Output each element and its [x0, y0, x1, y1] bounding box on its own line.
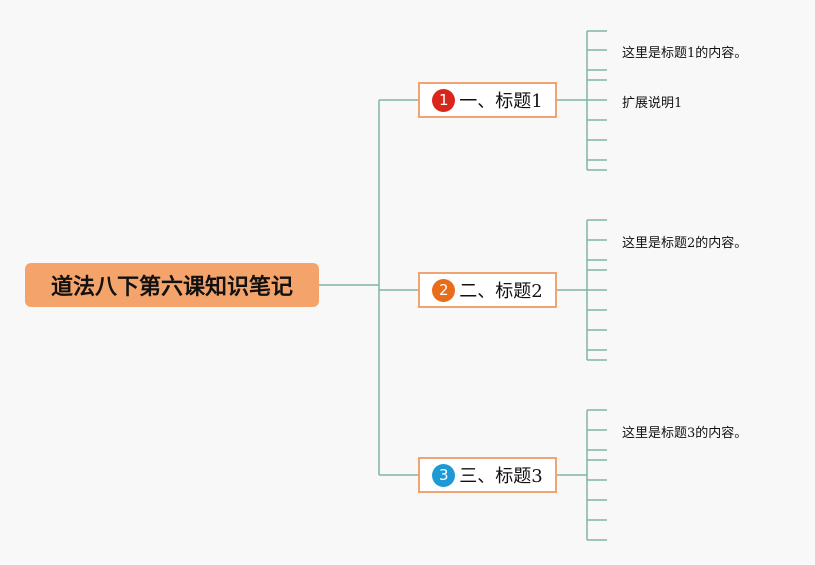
- topic2-leaf-ticks: [587, 219, 607, 361]
- leaf-node[interactable]: 这里是标题1的内容。: [622, 46, 748, 61]
- topic-node-2[interactable]: 2 二、标题2: [418, 272, 557, 308]
- root-node[interactable]: 道法八下第六课知识笔记: [25, 263, 319, 307]
- topic3-leaf-ticks: [587, 409, 607, 541]
- topic-label: 三、标题3: [459, 466, 543, 487]
- leaf-node[interactable]: 这里是标题2的内容。: [622, 236, 748, 251]
- number-badge-icon: 3: [432, 463, 456, 487]
- leaf-node[interactable]: 扩展说明1: [622, 96, 683, 111]
- topic1-leaf-ticks: [587, 30, 607, 171]
- topic-label: 一、标题1: [459, 91, 543, 112]
- number-badge-icon: 2: [432, 278, 456, 302]
- topic-node-1[interactable]: 1 一、标题1: [418, 82, 557, 118]
- topic-label: 二、标题2: [459, 281, 543, 302]
- leaf-node[interactable]: 这里是标题3的内容。: [622, 426, 748, 441]
- topic-node-3[interactable]: 3 三、标题3: [418, 457, 557, 493]
- number-badge-icon: 1: [432, 88, 456, 112]
- root-node-label: 道法八下第六课知识笔记: [50, 275, 293, 300]
